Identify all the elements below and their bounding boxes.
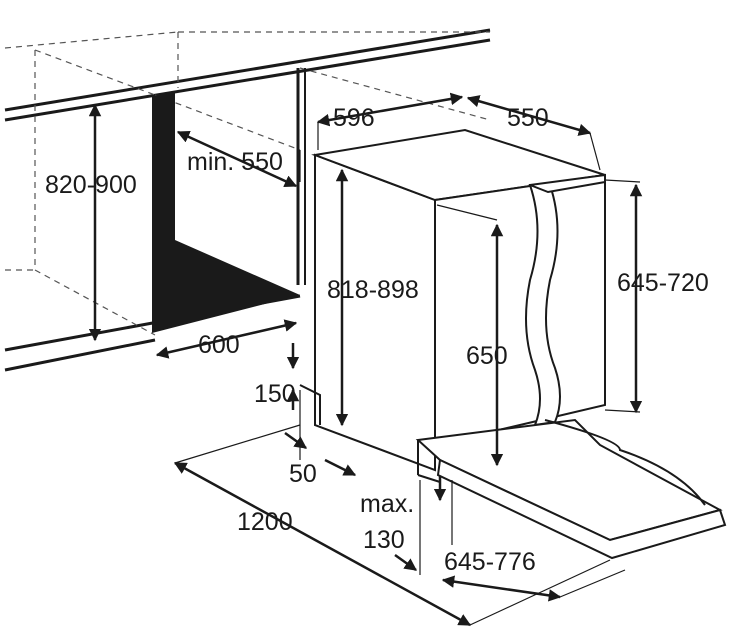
niche-side-panel <box>152 68 306 333</box>
extension-lines <box>174 122 641 626</box>
label-820-900: 820-900 <box>45 171 137 199</box>
arrow-min-550 <box>176 130 298 188</box>
arrow-596 <box>316 92 464 127</box>
label-596: 596 <box>333 104 375 132</box>
arrow-550 <box>466 95 592 136</box>
pointer-arrows <box>284 343 447 572</box>
label-130: 130 <box>363 526 405 554</box>
arrow-600 <box>155 319 298 359</box>
label-max: max. <box>360 490 414 518</box>
label-645-720: 645-720 <box>617 269 709 297</box>
label-600: 600 <box>198 331 240 359</box>
label-1200: 1200 <box>237 508 293 536</box>
label-818-898: 818-898 <box>327 276 419 304</box>
label-650: 650 <box>466 342 508 370</box>
arrow-1200 <box>173 461 472 627</box>
dimension-labels: 596 550 min. 550 820-900 818-898 645-720… <box>45 104 709 576</box>
label-150: 150 <box>254 380 296 408</box>
open-door <box>415 418 727 560</box>
appliance-door <box>525 173 606 427</box>
label-50: 50 <box>289 460 317 488</box>
label-550: 550 <box>507 104 549 132</box>
arrow-645-776 <box>441 575 562 602</box>
dimension-arrows <box>88 92 643 627</box>
label-645-776: 645-776 <box>444 548 536 576</box>
label-min-550: min. 550 <box>187 148 283 176</box>
